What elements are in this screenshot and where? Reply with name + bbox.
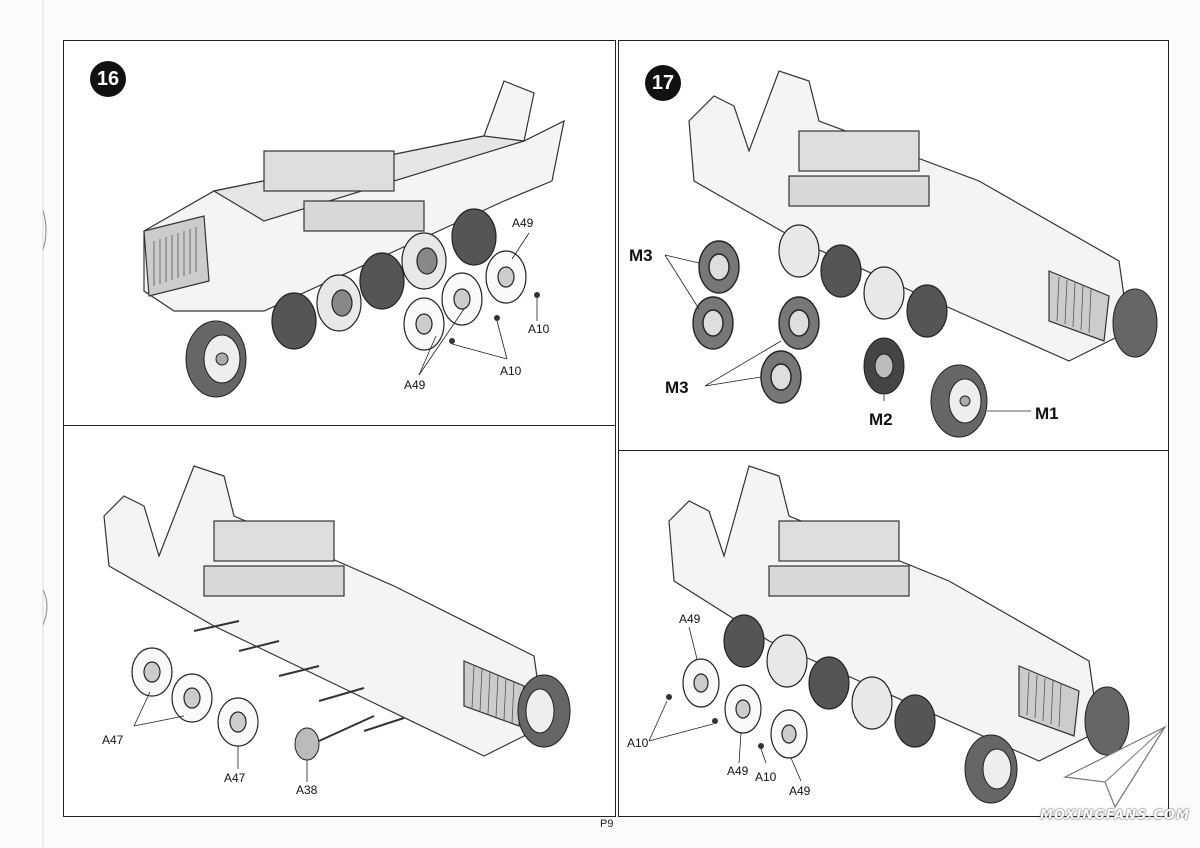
paper-plane-logo bbox=[1062, 725, 1167, 809]
road-wheel-drawing bbox=[692, 240, 820, 404]
part-label: A10 bbox=[755, 770, 777, 784]
step-bottom-right-panel: A49 A10 A49 A10 A49 bbox=[618, 450, 1169, 817]
part-label: M3 bbox=[665, 378, 689, 397]
road-wheel-drawing bbox=[403, 250, 527, 351]
part-label: A49 bbox=[727, 764, 749, 778]
halftrack-hull-drawing: A49 A10 A10 A49 bbox=[143, 80, 565, 398]
road-wheel-drawing bbox=[682, 658, 808, 759]
step-badge: 16 bbox=[90, 61, 126, 97]
step-number: 16 bbox=[96, 67, 120, 90]
part-label: M3 bbox=[629, 246, 653, 265]
page-number: P9 bbox=[600, 818, 614, 830]
watermark-text: MOXINGFANS.COM bbox=[1040, 808, 1190, 823]
part-label: A49 bbox=[404, 378, 426, 392]
front-tire-drawing bbox=[185, 320, 247, 398]
step-bottom-left-panel: A47 A47 A38 bbox=[63, 425, 616, 817]
part-label: A10 bbox=[500, 364, 522, 378]
part-label: A49 bbox=[512, 216, 534, 230]
step-badge: 17 bbox=[645, 65, 681, 101]
part-label: A49 bbox=[679, 612, 701, 626]
step-16-panel: 16 bbox=[63, 40, 616, 426]
step-number: 17 bbox=[651, 71, 675, 94]
part-label: M1 bbox=[1035, 404, 1059, 423]
step-17-panel: 17 bbox=[618, 40, 1169, 451]
halftrack-hull-drawing: A47 A47 A38 bbox=[102, 465, 571, 797]
front-tire-drawing bbox=[964, 734, 1018, 804]
part-label: A47 bbox=[102, 733, 124, 747]
halftrack-hull-drawing: M3 M3 M2 M1 bbox=[629, 70, 1158, 438]
front-tire-drawing bbox=[930, 364, 988, 438]
part-label: A10 bbox=[528, 322, 550, 336]
part-label: M2 bbox=[869, 410, 893, 429]
road-wheel-drawing bbox=[131, 647, 259, 747]
part-label: A10 bbox=[627, 736, 649, 750]
part-label: A49 bbox=[789, 784, 811, 798]
part-label: A47 bbox=[224, 771, 246, 785]
part-label: A38 bbox=[296, 783, 318, 797]
binder-edge bbox=[42, 0, 48, 848]
halftrack-hull-drawing: A49 A10 A49 A10 A49 bbox=[627, 465, 1130, 804]
